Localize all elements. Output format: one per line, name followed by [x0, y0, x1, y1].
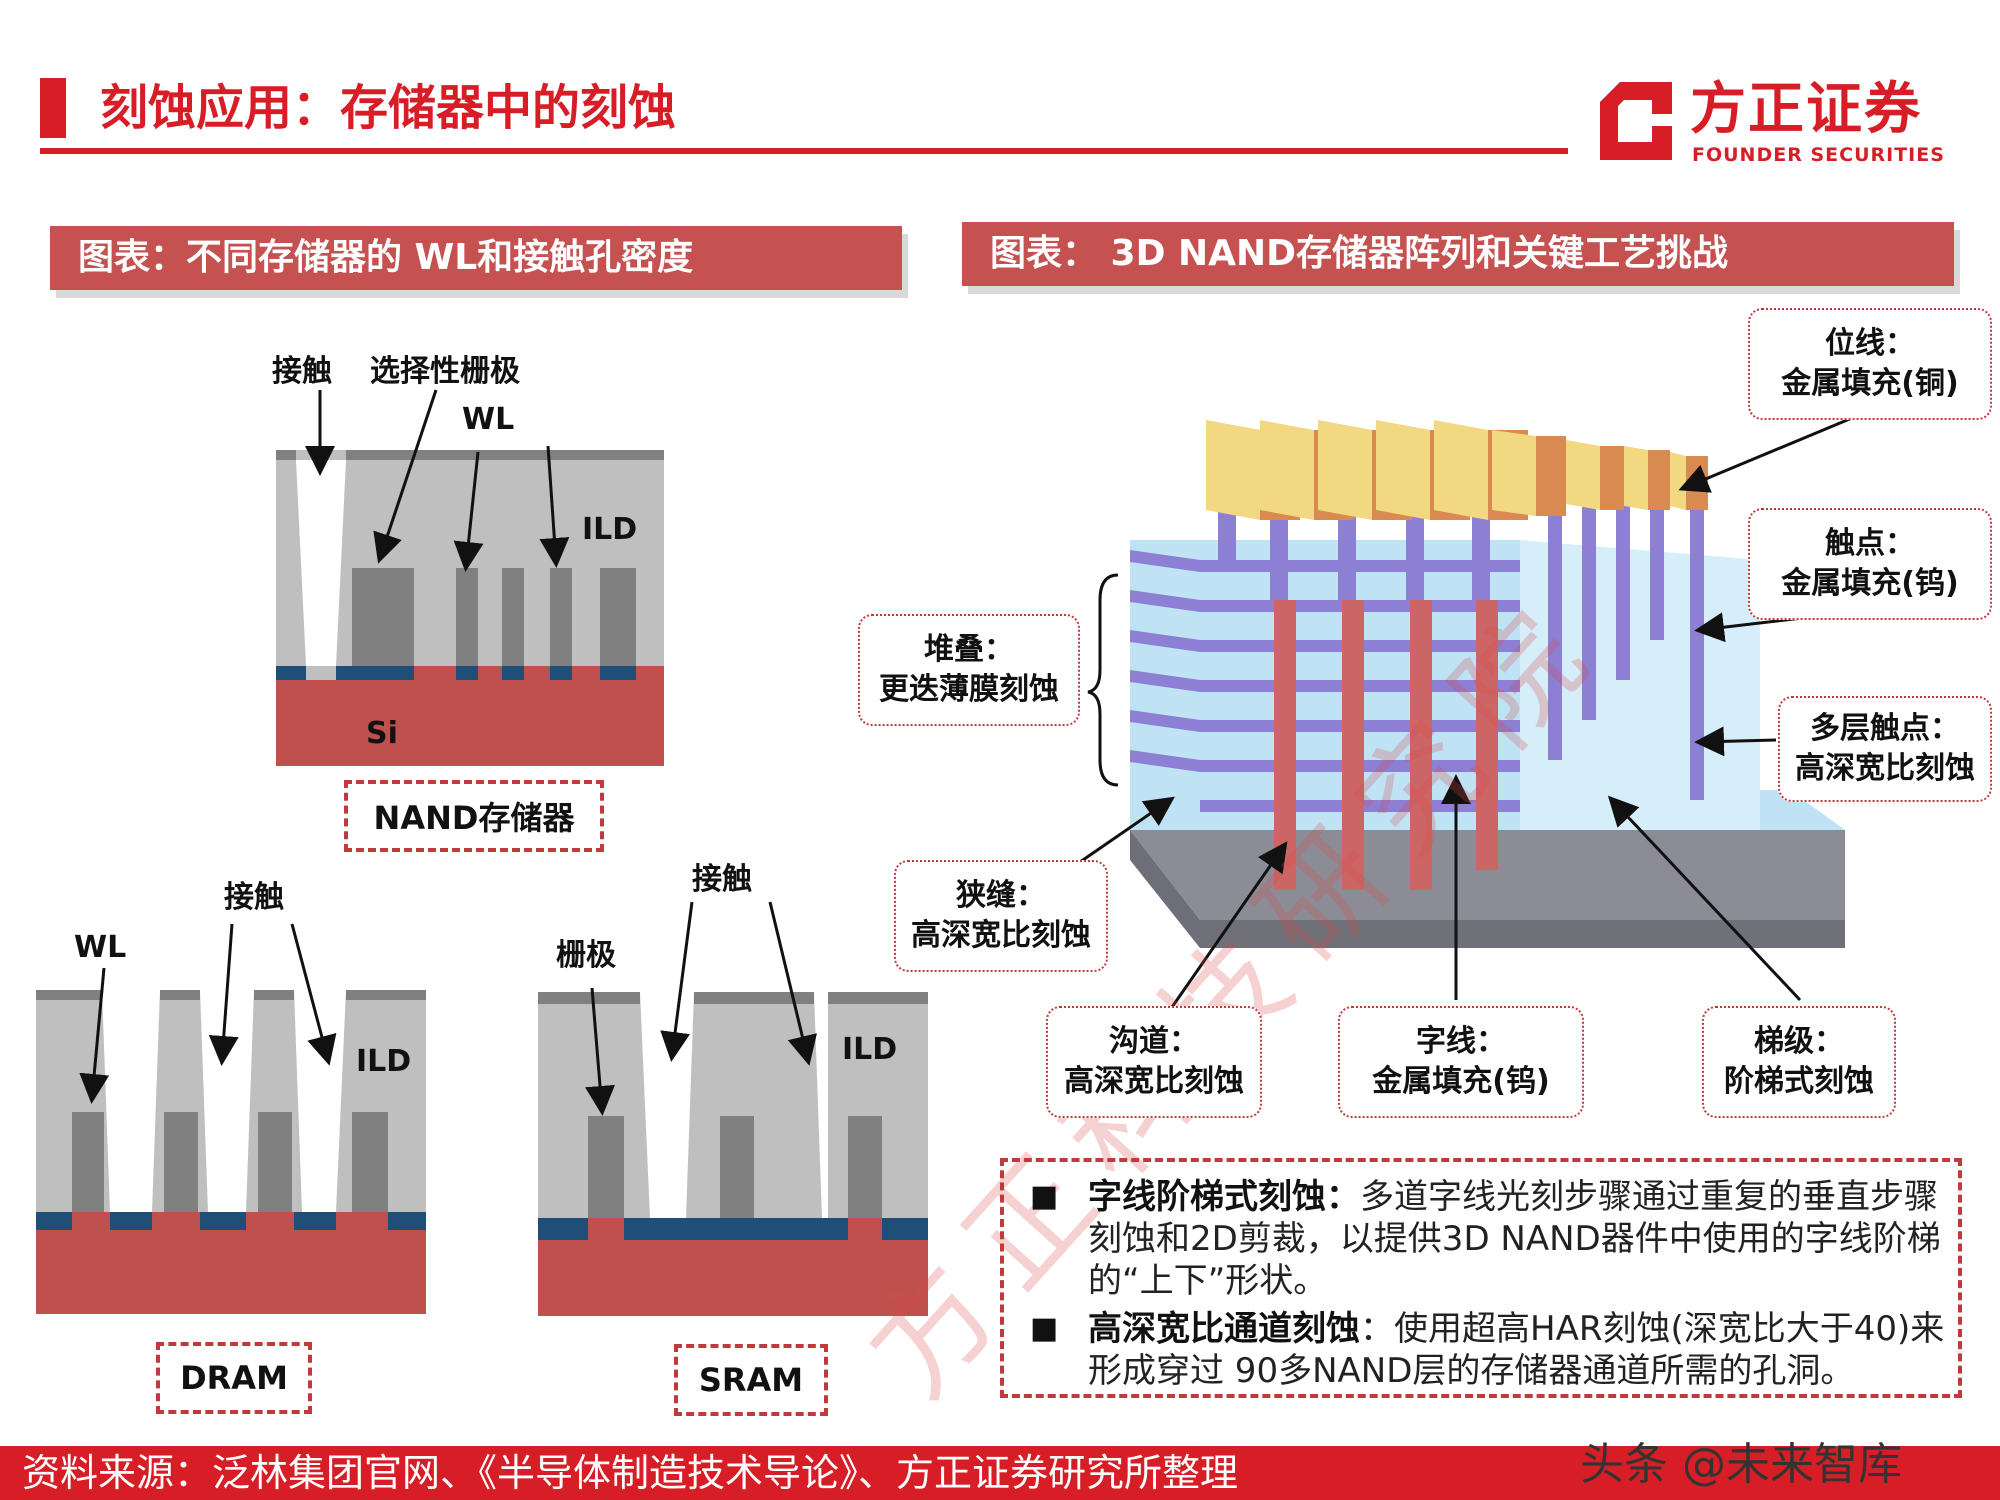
nand-label-contact: 接触: [272, 354, 332, 389]
callout-wordline-title: 字线：: [1416, 1024, 1506, 1059]
nand-label-select-gate: 选择性栅极: [370, 354, 520, 389]
callout-multilayer-contact: 多层触点： 高深宽比刻蚀: [1778, 696, 1992, 802]
founder-logo-icon: [1600, 82, 1672, 160]
callout-multilayer-detail: 高深宽比刻蚀: [1795, 751, 1975, 786]
note-staircase-title: 字线阶梯式刻蚀：: [1088, 1177, 1360, 1217]
bullet-square-icon: ■: [1030, 1179, 1059, 1214]
callout-contact-title: 触点：: [1825, 526, 1915, 561]
callout-contact: 触点： 金属填充(钨): [1748, 508, 1992, 620]
bitline-bars: [1206, 420, 1708, 520]
callout-wordline: 字线： 金属填充(钨): [1338, 1006, 1584, 1118]
platform-watermark: 头条 @未来智库: [1580, 1439, 1902, 1490]
notes-box: ■ 字线阶梯式刻蚀：多道字线光刻步骤通过重复的垂直步骤刻蚀和2D剪裁，以提供3D…: [1000, 1158, 1962, 1398]
sram-cross-section: [538, 901, 928, 1316]
logo-text-cn: 方正证券: [1690, 77, 1922, 142]
nand-label-si: Si: [366, 716, 398, 751]
callout-slit-title: 狭缝：: [956, 878, 1046, 913]
callout-slit: 狭缝： 高深宽比刻蚀: [894, 860, 1108, 972]
callout-slit-detail: 高深宽比刻蚀: [911, 918, 1091, 953]
callout-channel-detail: 高深宽比刻蚀: [1064, 1064, 1244, 1099]
logo-text-en: FOUNDER SECURITIES: [1692, 144, 1945, 166]
note-har-channel-etch: ■ 高深宽比通道刻蚀：使用超高HAR刻蚀(深宽比大于40)来形成穿过 90多NA…: [1030, 1308, 1950, 1392]
callout-staircase-title: 梯级：: [1754, 1024, 1844, 1059]
callout-bitline: 位线： 金属填充(铜): [1748, 308, 1992, 420]
dram-caption-box: DRAM: [156, 1342, 312, 1414]
callout-multilayer-title: 多层触点：: [1810, 711, 1960, 746]
sram-caption-box: SRAM: [674, 1344, 828, 1416]
callout-contact-detail: 金属填充(钨): [1781, 566, 1959, 601]
nand-label-ild: ILD: [582, 512, 638, 547]
callout-stack-title: 堆叠：: [924, 632, 1014, 667]
callout-channel-title: 沟道：: [1109, 1024, 1199, 1059]
left-chart-heading: 图表：不同存储器的 WL和接触孔密度: [50, 226, 902, 290]
nand-label-wl: WL: [462, 402, 515, 437]
source-note: 资料来源：泛林集团官网、《半导体制造技术导论》、方正证券研究所整理: [22, 1451, 1239, 1495]
callout-bitline-detail: 金属填充(铜): [1781, 366, 1959, 401]
callout-stack: 堆叠： 更迭薄膜刻蚀: [858, 614, 1080, 726]
dram-label-ild: ILD: [356, 1044, 412, 1079]
dram-cross-section: [36, 923, 426, 1314]
contact-pillars: [1218, 480, 1704, 800]
footer-bar: [0, 1446, 2000, 1500]
title-underline: [40, 148, 1568, 154]
channel-pillars: [1274, 600, 1498, 890]
right-chart-heading: 图表： 3D NAND存储器阵列和关键工艺挑战: [962, 222, 1954, 286]
sram-label-contact: 接触: [692, 862, 752, 897]
note-staircase-text: 多道字线光刻步骤通过重复的垂直步骤刻蚀和2D剪裁，以提供3D NAND器件中使用…: [1088, 1177, 1941, 1301]
callout-bitline-title: 位线：: [1825, 326, 1915, 361]
title-accent-bar: [40, 78, 66, 138]
callout-staircase-detail: 阶梯式刻蚀: [1724, 1064, 1874, 1099]
nand-caption-box: NAND存储器: [344, 780, 604, 852]
page-title: 刻蚀应用：存储器中的刻蚀: [100, 80, 677, 136]
dram-label-wl: WL: [74, 930, 127, 965]
note-staircase-etch: ■ 字线阶梯式刻蚀：多道字线光刻步骤通过重复的垂直步骤刻蚀和2D剪裁，以提供3D…: [1030, 1176, 1950, 1302]
note-har-title: 高深宽比通道刻蚀: [1088, 1309, 1360, 1349]
note-har-text: ：使用超高HAR刻蚀(深宽比大于40)来形成穿过 90多NAND层的存储器通道所…: [1088, 1309, 1945, 1391]
callout-channel: 沟道： 高深宽比刻蚀: [1046, 1006, 1262, 1118]
bullet-square-icon: ■: [1030, 1311, 1059, 1346]
callout-wordline-detail: 金属填充(钨): [1372, 1064, 1550, 1099]
callout-stack-detail: 更迭薄膜刻蚀: [879, 672, 1059, 707]
sram-label-ild: ILD: [842, 1032, 898, 1067]
dram-label-contact: 接触: [224, 880, 284, 915]
sram-label-gate: 栅极: [556, 938, 616, 973]
nand-cross-section: [276, 389, 664, 766]
callout-staircase: 梯级： 阶梯式刻蚀: [1702, 1006, 1896, 1118]
